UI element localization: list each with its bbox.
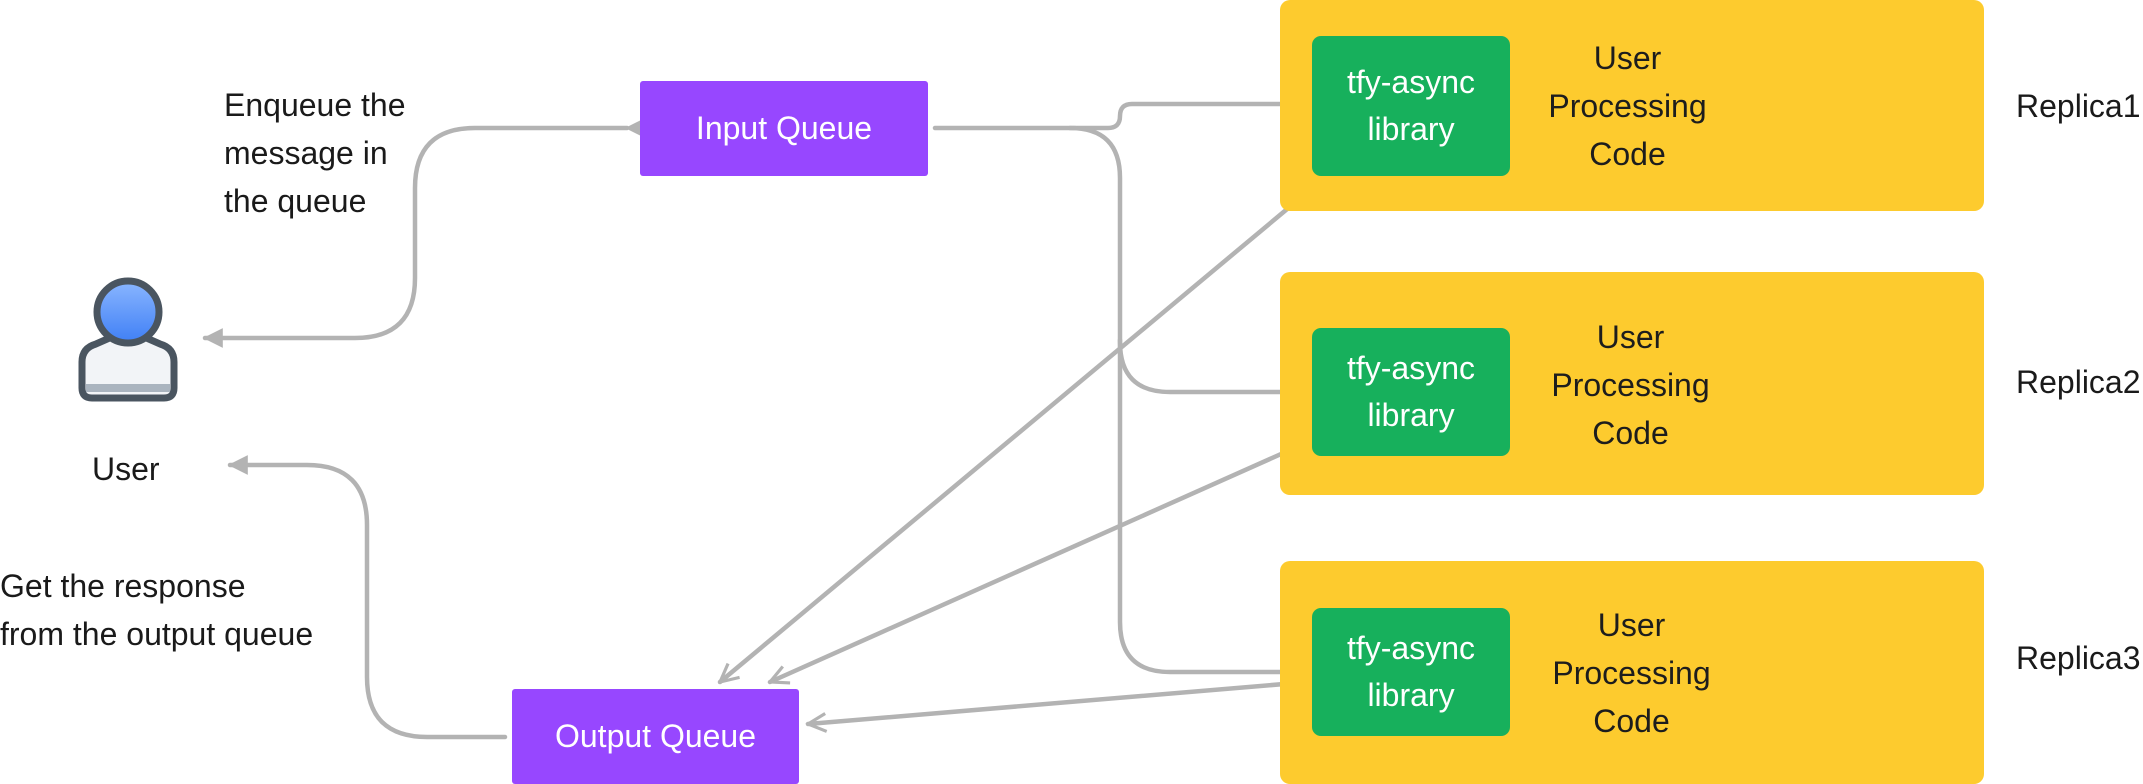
connector-input-replica2 (1067, 125, 1301, 402)
replica-2-library: tfy-async library (1312, 328, 1510, 456)
connector-replica3-output (808, 679, 1311, 724)
enqueue-note: Enqueue the message in the queue (224, 87, 406, 219)
connector-user-input-queue (202, 118, 645, 348)
input-queue: Input Queue (640, 81, 928, 176)
connector-input-replica3 (1117, 337, 1301, 682)
replica-3-code: User Processing Code (1552, 607, 1711, 739)
connector-replica1-output (720, 177, 1325, 682)
replica-1-name: Replica1 (2016, 88, 2141, 124)
replica-3-name: Replica3 (2016, 640, 2141, 676)
response-note: Get the response from the output queue (0, 568, 314, 652)
replica-1-code: User Processing Code (1548, 40, 1707, 172)
user-icon (78, 277, 178, 402)
output-queue: Output Queue (512, 689, 799, 784)
connector-output-user (227, 455, 508, 740)
user-label: User (92, 451, 160, 487)
replica-2-name: Replica2 (2016, 364, 2141, 400)
connector-input-replica1 (932, 94, 1301, 131)
replica-2-code: User Processing Code (1551, 319, 1710, 451)
replica-1-library: tfy-async library (1312, 36, 1510, 176)
replica-3-library: tfy-async library (1312, 608, 1510, 736)
connector-replica2-output (770, 439, 1311, 682)
